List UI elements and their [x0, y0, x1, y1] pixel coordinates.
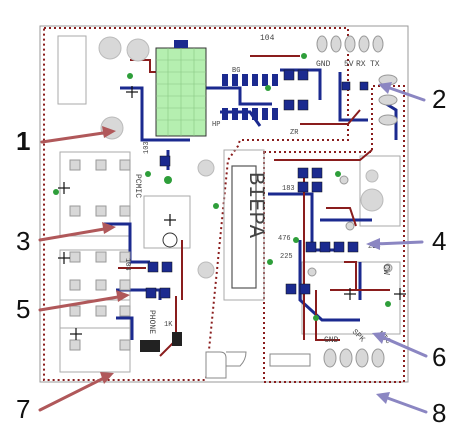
callout-label-2: 2 [432, 84, 447, 114]
silk-brand: BIEPA [243, 172, 268, 239]
soic-chip [222, 74, 278, 120]
silk-476: 476 [278, 235, 291, 243]
callout-label-8: 8 [432, 398, 447, 428]
mount-holes [98, 36, 384, 279]
silk-225: 225 [280, 253, 293, 261]
round-pads [307, 35, 398, 368]
pads-left [69, 159, 131, 351]
smd-parts [145, 69, 369, 299]
silk-spk: SPK [350, 328, 367, 345]
callout-label-4: 4 [432, 226, 447, 256]
arrow-5 [38, 294, 126, 312]
silk-gnd-bottom: GND [324, 336, 339, 345]
silk-cw: CW [381, 264, 391, 275]
board-outline [39, 25, 409, 383]
ic-marker [174, 40, 188, 48]
arrow-8 [380, 394, 428, 414]
arrow-4 [372, 240, 424, 246]
callout-arrows [38, 84, 428, 414]
silk-phone: PHONE [147, 310, 156, 334]
callout-label-7: 7 [16, 394, 31, 424]
callout-label-6: 6 [432, 342, 447, 372]
arrow-1 [40, 130, 112, 144]
arrow-6 [378, 334, 428, 358]
label-plate [269, 353, 311, 367]
section-outline-right [263, 85, 405, 383]
trimmer [162, 232, 178, 248]
black-part-2 [172, 332, 182, 346]
board-slot-2 [226, 351, 247, 367]
silk-103: 103 [143, 141, 151, 154]
silk-pcmic: PCMIC [133, 174, 142, 198]
callout-arrowheads [100, 82, 392, 404]
callout-label-5: 5 [16, 294, 31, 324]
silk-183: 183 [282, 185, 295, 193]
arrow-3 [38, 226, 112, 242]
silk-104: 104 [260, 34, 275, 43]
silk-hp: HP [212, 121, 220, 129]
silk-1k: 1K [164, 321, 173, 329]
board-slot [205, 351, 227, 379]
vias [53, 53, 391, 321]
silk-5v-top: 5V [344, 60, 354, 69]
traces-red [118, 55, 390, 357]
silk-tx-top: TX [370, 60, 380, 69]
silk-bg: BG [232, 67, 240, 75]
callout-label-3: 3 [16, 226, 31, 256]
component-outlines [57, 35, 401, 373]
arrow-2 [382, 84, 426, 102]
silk-104b: 104 [123, 258, 131, 271]
ic-grid [156, 48, 206, 136]
silk-gnd-top: GND [316, 60, 331, 69]
silk-zr: ZR [290, 129, 299, 137]
callout-label-1: 1 [16, 126, 31, 156]
ground-symbols [58, 86, 406, 340]
silk-rx-top: RX [356, 60, 366, 69]
brand-plate [231, 165, 257, 289]
arrow-7 [38, 374, 110, 412]
black-part [140, 340, 160, 352]
